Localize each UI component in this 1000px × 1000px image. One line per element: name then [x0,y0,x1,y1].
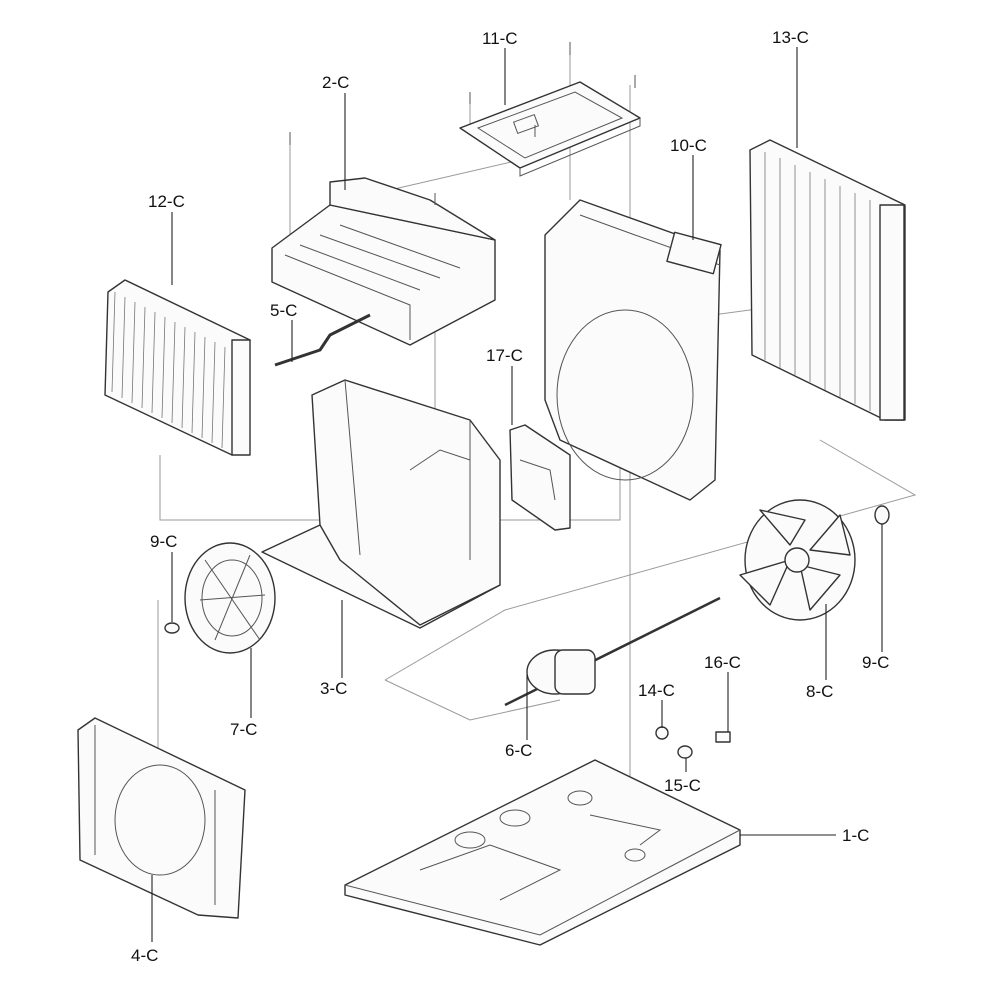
callout-2c: 2-C [322,73,349,92]
leader-lines [151,47,883,942]
part-evaporator-housing [261,379,501,629]
part-axial-fan [739,499,856,621]
callout-11c: 11-C [482,29,518,48]
callout-3c: 3-C [320,679,347,698]
screws [289,42,636,205]
part-top-bracket [459,81,641,177]
part-condenser-coil [749,139,906,421]
callout-17c: 17-C [486,346,523,365]
part-clip-left [164,622,180,634]
part-clip-right [874,505,890,525]
callout-12c: 12-C [148,192,185,211]
part-wire-bracket [274,313,371,367]
callout-1c: 1-C [842,826,869,845]
callout-16c: 16-C [704,653,741,672]
part-control-bracket [509,424,571,531]
part-base-pan [344,759,741,946]
part-blower-wheel [184,542,276,654]
callout-5c: 5-C [270,301,297,320]
part-air-guide-top [271,177,496,346]
callout-13c: 13-C [772,28,809,47]
callout-9c-right: 9-C [862,653,889,672]
part-front-frame [77,717,246,919]
part-evaporator-coil [104,279,251,456]
callout-4c: 4-C [131,946,158,965]
callout-7c: 7-C [230,720,257,739]
callout-6c: 6-C [505,741,532,760]
callout-labels: 11-C 2-C 13-C 10-C 12-C 5-C 17-C 9-C 3-C… [131,28,889,965]
callout-15c: 15-C [664,776,701,795]
callout-8c: 8-C [806,682,833,701]
part-small-fasteners [655,726,731,759]
callout-14c: 14-C [638,681,675,700]
part-fan-motor [504,596,721,707]
callout-9c-left: 9-C [150,532,177,551]
part-fan-shroud [544,199,722,501]
callout-10c: 10-C [670,136,707,155]
